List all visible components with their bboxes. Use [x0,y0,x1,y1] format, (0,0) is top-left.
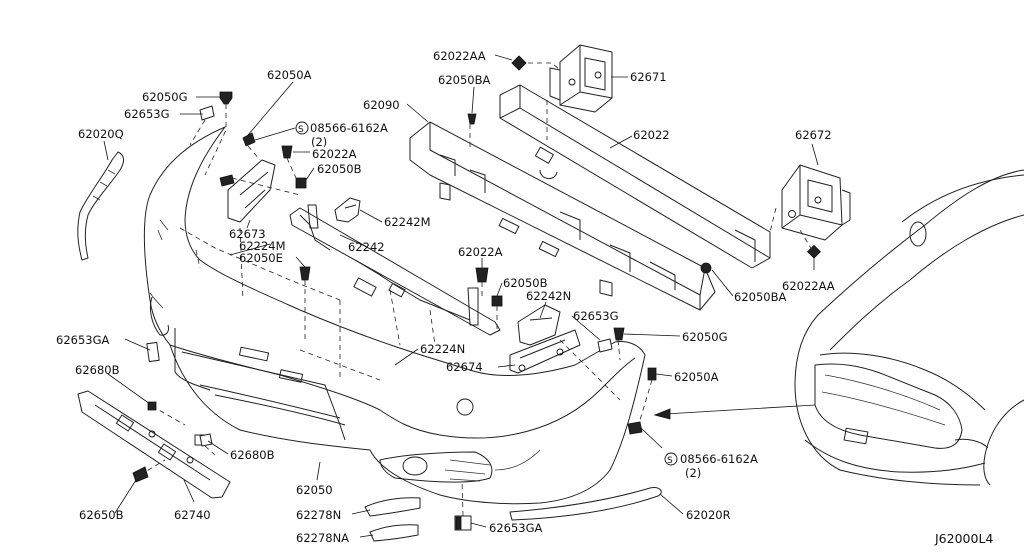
label-08566-top-qty: (2) [311,135,327,149]
vehicle-outline [794,169,1024,486]
label-62242M: 62242M [384,215,431,229]
label-62022A-top: 62022A [312,147,357,161]
energy-absorber-62090 [409,121,716,311]
label-62050E: 62050E [239,251,283,265]
label-62050G-left: 62050G [142,90,188,104]
label-62653GA-bottom: 62653GA [489,521,542,535]
label-62680B-left: 62680B [75,363,120,377]
fog-cover-62278NA [369,524,419,542]
fog-cover-62278N [364,497,421,517]
leader-lines [103,54,819,538]
label-62653G-right: 62653G [573,309,619,323]
label-62020Q: 62020Q [78,127,124,141]
label-62653G-left: 62653G [124,107,170,121]
side-bracket-62242M [334,197,361,223]
svg-text:S: S [298,125,304,135]
side-molding-62020Q [77,151,124,261]
label-62050A-right: 62050A [674,370,719,384]
callout-labels: 62022AA 62671 62050BA 62090 62022 62672 … [56,49,993,546]
label-08566-bottom: 08566-6162A [680,452,758,466]
label-62050: 62050 [296,483,333,497]
label-62278NA: 62278NA [296,531,349,545]
label-62050B-mid: 62050B [503,276,548,290]
label-08566-top: 08566-6162A [310,121,388,135]
label-62050A-top: 62050A [267,68,312,82]
label-62242: 62242 [348,240,385,254]
label-62050G-right: 62050G [682,330,728,344]
label-62020R: 62020R [686,508,731,522]
label-62680B-right: 62680B [230,448,275,462]
label-62278N: 62278N [296,508,341,522]
label-62022: 62022 [633,128,670,142]
label-62050BA-right: 62050BA [734,290,786,304]
svg-text:S: S [667,456,673,466]
label-62022A-mid: 62022A [458,245,503,259]
label-62022AA-top: 62022AA [433,49,486,63]
location-arrow [653,404,816,420]
bumper-fascia-62050 [143,126,646,505]
label-62022AA-right: 62022AA [782,279,835,293]
label-62740: 62740 [174,508,211,522]
label-62673: 62673 [229,227,266,241]
label-62242N: 62242N [526,289,571,303]
bumper-reinforcement-62022 [499,84,771,269]
label-62671: 62671 [630,70,667,84]
label-62653GA-left: 62653GA [56,333,109,347]
label-62650B: 62650B [79,508,124,522]
bracket-62674 [509,329,581,374]
label-62090: 62090 [363,98,400,112]
label-08566-bottom-qty: (2) [685,466,701,480]
label-62050BA-top: 62050BA [438,73,490,87]
diagram-code: J62000L4 [934,531,993,546]
label-62224M: 62224M [239,239,286,253]
assembly-dashed-lines [139,62,813,517]
upper-bracket-62242 [289,204,501,336]
label-62674: 62674 [446,360,483,374]
bracket-62671 [549,44,613,113]
s-symbol-icon-bottom [664,452,678,466]
label-62672: 62672 [795,128,832,142]
screw-symbols: S S [295,121,678,466]
bracket-62672 [781,164,851,241]
s-symbol-icon-top [295,121,309,135]
label-62050B-top: 62050B [317,162,362,176]
bracket-62673 [227,159,276,223]
label-62224N: 62224N [420,342,465,356]
lower-molding-62020R [509,487,662,521]
